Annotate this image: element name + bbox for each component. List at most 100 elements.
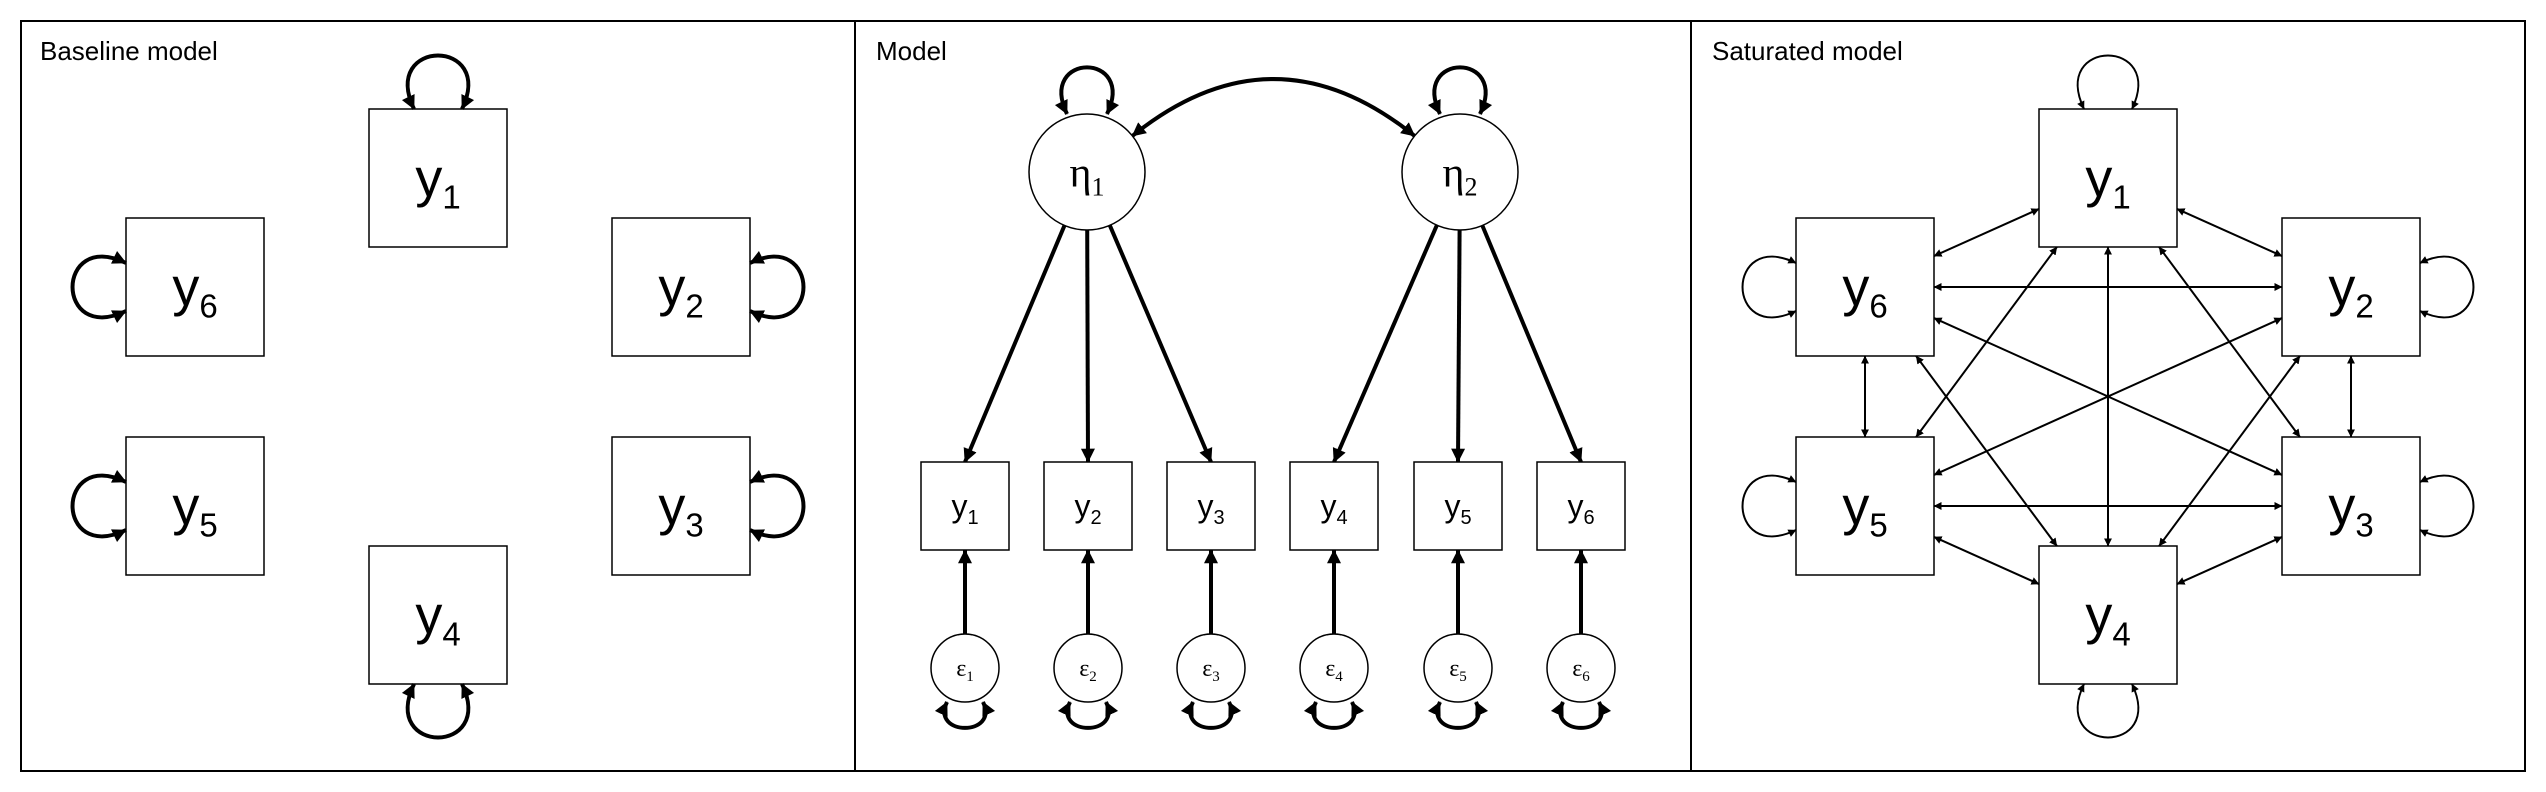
saturated-covariance-y3-y4 bbox=[2176, 536, 2283, 585]
baseline-node-y2-box bbox=[611, 217, 751, 357]
baseline-selfloop-y1 bbox=[401, 53, 475, 110]
model-latent-eta1-label: η1 bbox=[1070, 150, 1105, 201]
saturated-diagram: y1 y2 y3 y4 y5 y6 bbox=[1741, 54, 2475, 739]
saturated-selfloop-y6 bbox=[1741, 255, 1797, 319]
baseline-selfloop-y5 bbox=[70, 469, 127, 543]
saturated-node-y4: y4 bbox=[2038, 545, 2178, 685]
panel-frame-saturated bbox=[1690, 20, 2526, 772]
model-loading-eta2-y5 bbox=[1451, 229, 1466, 463]
saturated-node-y5: y5 bbox=[1795, 436, 1935, 576]
model-loading-eta2-y4 bbox=[1332, 224, 1439, 463]
baseline-node-y2: y2 bbox=[611, 217, 751, 357]
model-observed-y5: y5 bbox=[1413, 461, 1503, 551]
saturated-selfloop-y1 bbox=[2076, 54, 2140, 110]
baseline-node-y1: y1 bbox=[368, 108, 508, 248]
baseline-node-y4-box bbox=[368, 545, 508, 685]
model-covariance-eta1-eta2 bbox=[1130, 77, 1417, 138]
model-error-e1-label: ε1 bbox=[956, 656, 974, 685]
model-observed-y4: y4 bbox=[1289, 461, 1379, 551]
saturated-covariance-y3-y6 bbox=[1933, 317, 2283, 476]
model-observed-y1-box bbox=[920, 461, 1010, 551]
baseline-diagram: y1 y2 y3 y4 y5 y6 bbox=[70, 53, 806, 740]
saturated-node-y1: y1 bbox=[2038, 108, 2178, 248]
model-error-e2-label: ε2 bbox=[1079, 656, 1097, 685]
baseline-node-y1-label: y1 bbox=[415, 148, 460, 215]
baseline-node-y1-box bbox=[368, 108, 508, 248]
model-selfloop-e2 bbox=[1057, 701, 1119, 730]
saturated-covariance-y1-y2 bbox=[2176, 208, 2283, 257]
saturated-node-y2-box bbox=[2281, 217, 2421, 357]
model-selfloop-eta1 bbox=[1054, 65, 1120, 115]
baseline-node-y3-label: y3 bbox=[658, 476, 703, 543]
model-observed-y3-label: y3 bbox=[1197, 488, 1224, 529]
saturated-node-y6: y6 bbox=[1795, 217, 1935, 357]
model-selfloop-e5 bbox=[1427, 701, 1489, 730]
model-selfloop-e1 bbox=[934, 701, 996, 730]
baseline-selfloop-y3 bbox=[749, 469, 806, 543]
baseline-node-y5: y5 bbox=[125, 436, 265, 576]
saturated-node-y3-label: y3 bbox=[2328, 476, 2373, 543]
baseline-node-y6: y6 bbox=[125, 217, 265, 357]
saturated-node-y1-box bbox=[2038, 108, 2178, 248]
model-error-e2: ε2 bbox=[1053, 633, 1123, 703]
model-latent-eta2-label: η2 bbox=[1443, 150, 1478, 201]
saturated-covariance-y4-y6 bbox=[1915, 355, 2058, 547]
baseline-node-y6-box bbox=[125, 217, 265, 357]
saturated-covariance-y1-y6 bbox=[1933, 208, 2040, 257]
model-error-e6-label: ε6 bbox=[1572, 656, 1590, 685]
baseline-selfloop-y2 bbox=[749, 250, 806, 324]
model-observed-y6-box bbox=[1536, 461, 1626, 551]
model-loading-eta1-y1 bbox=[963, 224, 1067, 463]
model-error-e4-label: ε4 bbox=[1325, 656, 1343, 685]
saturated-node-y3-box bbox=[2281, 436, 2421, 576]
model-observed-y5-box bbox=[1413, 461, 1503, 551]
saturated-selfloop-y5 bbox=[1741, 474, 1797, 538]
saturated-node-y5-label: y5 bbox=[1842, 476, 1887, 543]
model-error-e5-label: ε5 bbox=[1449, 656, 1467, 685]
baseline-node-y3: y3 bbox=[611, 436, 751, 576]
saturated-selfloop-y3 bbox=[2419, 474, 2475, 538]
saturated-node-y3: y3 bbox=[2281, 436, 2421, 576]
saturated-node-y4-label: y4 bbox=[2085, 585, 2130, 652]
baseline-selfloop-y4 bbox=[401, 683, 475, 740]
model-selfloop-e6 bbox=[1550, 701, 1612, 730]
model-observed-y6-label: y6 bbox=[1567, 488, 1594, 529]
baseline-node-y6-label: y6 bbox=[172, 257, 217, 324]
model-error-e1: ε1 bbox=[930, 633, 1000, 703]
baseline-node-y5-box bbox=[125, 436, 265, 576]
baseline-node-y2-label: y2 bbox=[658, 257, 703, 324]
baseline-node-y4-label: y4 bbox=[415, 585, 460, 652]
model-error-e5: ε5 bbox=[1423, 633, 1493, 703]
model-loading-eta1-y2 bbox=[1080, 229, 1095, 463]
baseline-node-y5-label: y5 bbox=[172, 476, 217, 543]
model-observed-y5-label: y5 bbox=[1444, 488, 1471, 529]
baseline-node-y4: y4 bbox=[368, 545, 508, 685]
model-observed-y4-label: y4 bbox=[1320, 488, 1347, 529]
model-error-e6: ε6 bbox=[1546, 633, 1616, 703]
model-selfloop-e3 bbox=[1180, 701, 1242, 730]
saturated-covariance-y4-y5 bbox=[1933, 536, 2040, 585]
model-observed-y1: y1 bbox=[920, 461, 1010, 551]
model-diagram: η1 η2 y1 y2 y3 y4 y5 y6 ε1 ε2 ε3 ε4 ε5 ε6 bbox=[920, 65, 1626, 730]
model-observed-y4-box bbox=[1289, 461, 1379, 551]
panel-title-baseline: Baseline model bbox=[40, 36, 218, 66]
baseline-selfloop-y6 bbox=[70, 250, 127, 324]
saturated-node-y1-label: y1 bbox=[2085, 148, 2130, 215]
model-observed-y6: y6 bbox=[1536, 461, 1626, 551]
model-error-e4: ε4 bbox=[1299, 633, 1369, 703]
model-error-e3: ε3 bbox=[1176, 633, 1246, 703]
saturated-node-y2: y2 bbox=[2281, 217, 2421, 357]
panel-title-saturated: Saturated model bbox=[1712, 36, 1903, 66]
model-observed-y3-box bbox=[1166, 461, 1256, 551]
saturated-node-y6-box bbox=[1795, 217, 1935, 357]
model-latent-eta1: η1 bbox=[1028, 113, 1146, 231]
saturated-node-y2-label: y2 bbox=[2328, 257, 2373, 324]
model-observed-y3: y3 bbox=[1166, 461, 1256, 551]
model-observed-y2: y2 bbox=[1043, 461, 1133, 551]
saturated-selfloop-y4 bbox=[2076, 683, 2140, 739]
saturated-node-y6-label: y6 bbox=[1842, 257, 1887, 324]
model-latent-eta2: η2 bbox=[1401, 113, 1519, 231]
model-selfloop-eta2 bbox=[1427, 65, 1493, 115]
model-observed-y1-label: y1 bbox=[951, 488, 978, 529]
